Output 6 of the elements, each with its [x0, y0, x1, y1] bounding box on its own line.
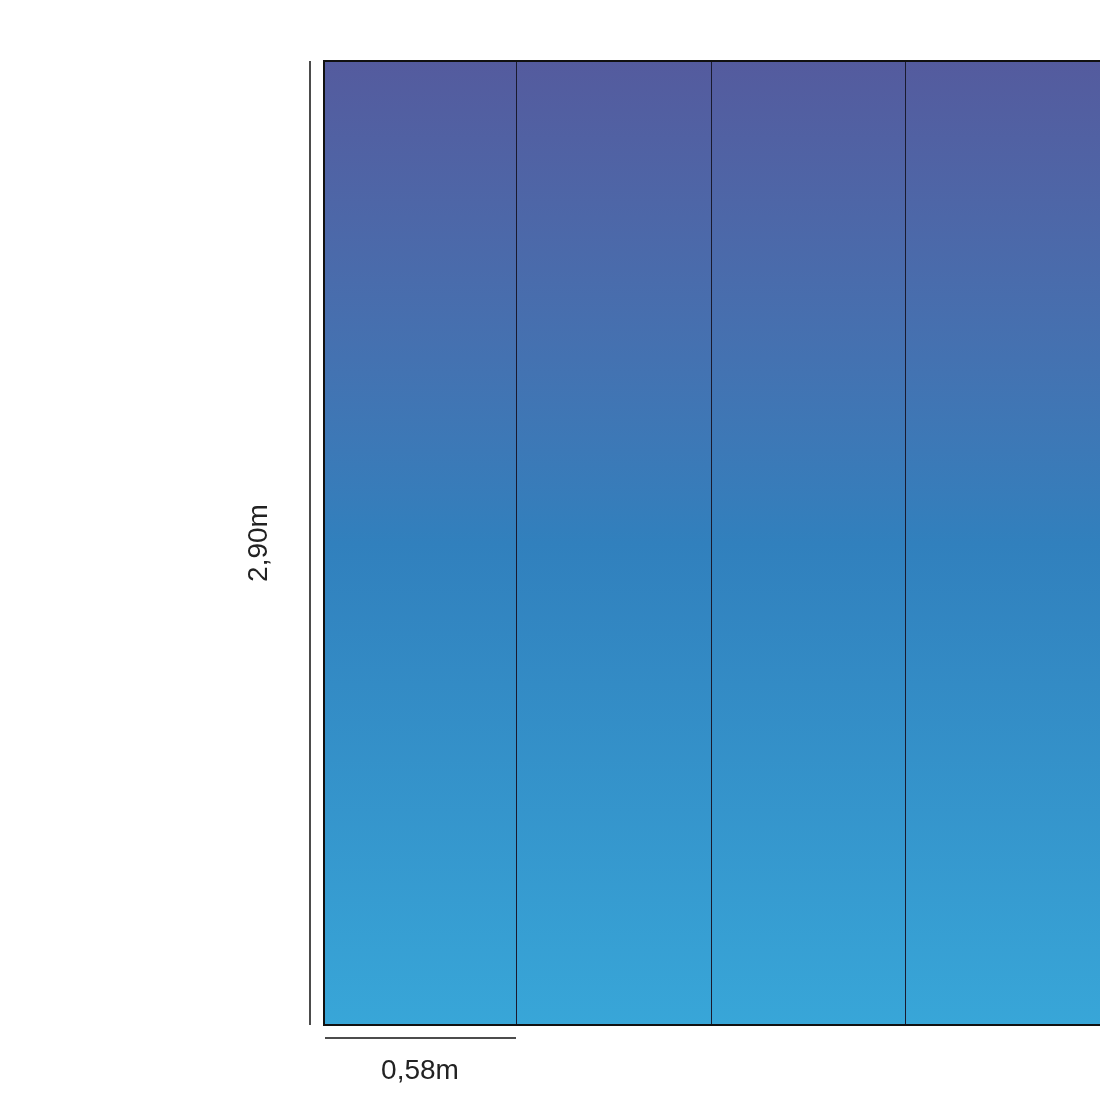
wallpaper-panel [711, 61, 905, 1025]
wallpaper-panel [516, 61, 711, 1025]
dimension-label: 2,90m [241, 504, 274, 582]
wallpaper-panel [324, 61, 516, 1025]
wallpaper-panel [905, 61, 1100, 1025]
dimension-label: 0,58m [381, 1053, 459, 1087]
